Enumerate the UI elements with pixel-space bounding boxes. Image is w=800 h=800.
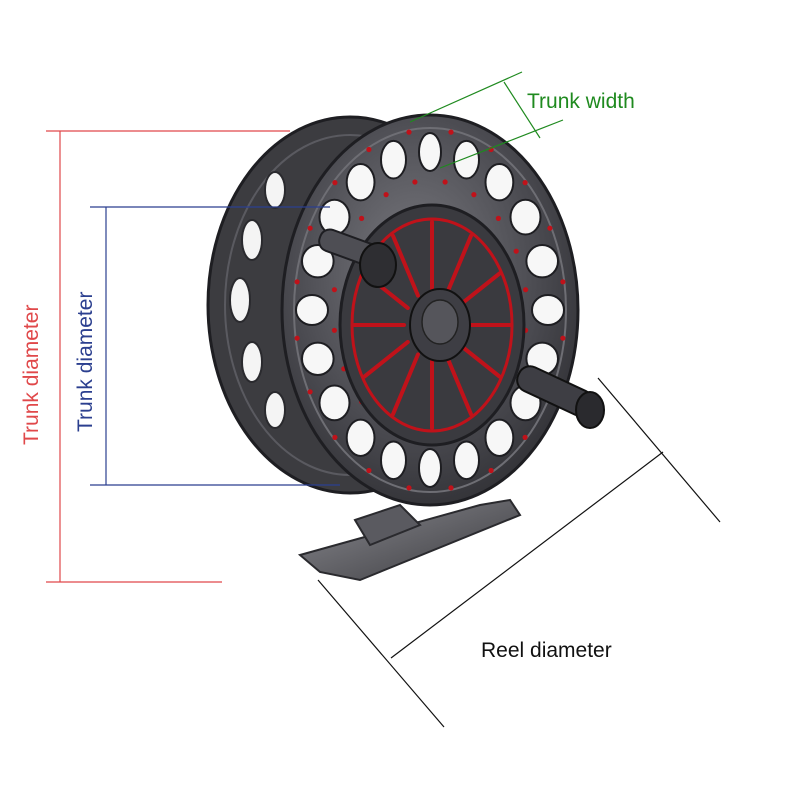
reel-accent-dot bbox=[547, 225, 553, 231]
reel-accent-dot bbox=[406, 485, 412, 491]
reel-crank-handle bbox=[516, 365, 605, 429]
reel-accent-dot bbox=[331, 287, 337, 293]
outer-trunk-diameter-dimension bbox=[46, 130, 290, 583]
reel-accent-dot bbox=[560, 279, 566, 285]
reel-accent-dot bbox=[523, 287, 529, 293]
reel-accent-dot bbox=[495, 215, 501, 221]
reel-hole bbox=[418, 132, 442, 172]
reel-accent-dot bbox=[307, 389, 313, 395]
reel-hole bbox=[484, 163, 515, 202]
reel-hole bbox=[509, 198, 542, 236]
reel-hole bbox=[301, 341, 335, 376]
inner-trunk-diameter-dimension bbox=[90, 206, 340, 486]
reel-accent-dot bbox=[331, 327, 337, 333]
reel-accent-dot bbox=[513, 248, 519, 254]
reel-accent-dot bbox=[294, 279, 300, 285]
reel-hole bbox=[453, 440, 480, 481]
reel-accent-dot bbox=[442, 179, 448, 185]
reel-diameter-extension-left bbox=[317, 579, 445, 728]
reel-hole bbox=[525, 244, 560, 279]
reel-hole bbox=[318, 198, 351, 236]
reel-illustration bbox=[206, 113, 605, 582]
trunk-width-dimension bbox=[409, 71, 564, 169]
reel-front-rim bbox=[293, 127, 567, 493]
reel-accent-dot bbox=[560, 335, 566, 341]
inner-trunk-diameter-label: Trunk diameter bbox=[74, 292, 97, 432]
reel-hole bbox=[345, 163, 376, 202]
reel-accent-dot bbox=[448, 129, 454, 135]
reel-accent-dot bbox=[383, 192, 389, 198]
reel-accent-dot bbox=[448, 485, 454, 491]
reel-hole bbox=[295, 294, 329, 326]
reel-diameter-label: Reel diameter bbox=[481, 639, 612, 662]
reel-spoke bbox=[391, 233, 420, 298]
trunk-width-extension-lower bbox=[439, 119, 564, 169]
outer-trunk-diameter-label: Trunk diameter bbox=[20, 305, 43, 445]
trunk-width-dimension-line bbox=[503, 81, 541, 139]
reel-accent-dot bbox=[359, 215, 365, 221]
reel-accent-dot bbox=[307, 225, 313, 231]
reel-accent-dot bbox=[471, 192, 477, 198]
reel-hole bbox=[345, 418, 376, 457]
reel-spoke bbox=[362, 340, 410, 379]
reel-diameter-extension-right bbox=[597, 377, 721, 523]
reel-accent-dot bbox=[488, 467, 494, 474]
reel-hole bbox=[453, 139, 480, 180]
reel-hole bbox=[380, 139, 407, 180]
reel-accent-dot bbox=[522, 434, 528, 440]
reel-accent-dot bbox=[332, 180, 338, 186]
reel-left-handle bbox=[318, 228, 397, 288]
reel-hole bbox=[531, 294, 565, 326]
reel-accent-dot bbox=[522, 180, 528, 186]
reel-spoke bbox=[444, 233, 473, 298]
reel-accent-dot bbox=[366, 146, 372, 153]
reel-hole bbox=[301, 244, 335, 279]
reel-accent-dot bbox=[332, 434, 338, 440]
reel-back-holes bbox=[229, 171, 286, 429]
reel-spoke bbox=[444, 352, 473, 417]
reel-hole bbox=[484, 418, 515, 457]
reel-spoke bbox=[391, 352, 420, 417]
reel-hole bbox=[418, 448, 442, 488]
trunk-width-label: Trunk width bbox=[527, 90, 635, 113]
reel-foot-post bbox=[353, 503, 422, 547]
reel-foot bbox=[297, 498, 522, 582]
reel-diameter-dimension bbox=[317, 377, 721, 728]
reel-hole bbox=[318, 384, 351, 422]
reel-diameter-dimension-line bbox=[390, 451, 664, 659]
trunk-width-extension-upper bbox=[409, 71, 523, 123]
reel-accent-dot bbox=[412, 179, 418, 185]
reel-hole bbox=[380, 440, 407, 481]
reel-accent-dot bbox=[294, 335, 300, 341]
reel-accent-dot bbox=[366, 467, 372, 474]
reel-accent-dot bbox=[406, 129, 412, 135]
